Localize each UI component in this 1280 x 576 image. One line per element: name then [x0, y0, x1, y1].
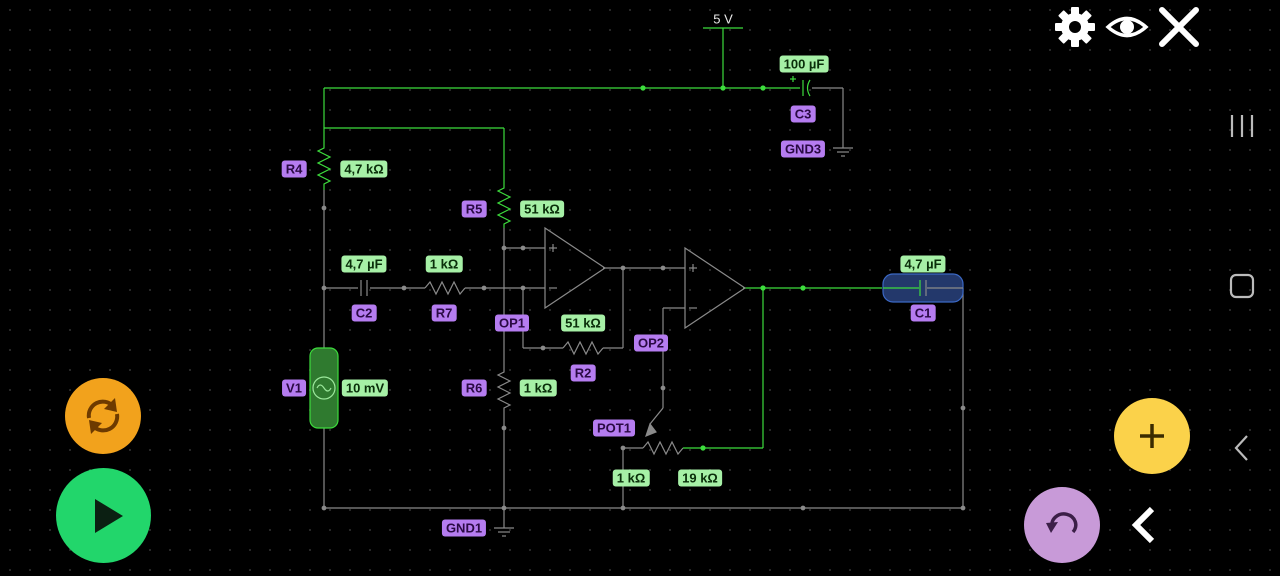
op2-name[interactable]: OP2 — [633, 334, 669, 352]
opamp-op1 — [544, 226, 607, 310]
r6-value[interactable]: 1 kΩ — [519, 379, 557, 397]
resistor-r2 — [562, 340, 604, 356]
close-icon[interactable] — [1156, 4, 1202, 50]
capacitor-c1 — [882, 273, 964, 303]
back-icon — [1234, 435, 1248, 461]
r4-name[interactable]: R4 — [281, 160, 307, 178]
r4-value[interactable]: 4,7 kΩ — [340, 160, 388, 178]
undo-button[interactable] — [1024, 487, 1100, 563]
play-button[interactable] — [56, 468, 151, 563]
c1-name[interactable]: C1 — [910, 304, 936, 322]
play-icon — [94, 498, 123, 533]
r7-value[interactable]: 1 kΩ — [425, 255, 463, 273]
gnd3-name[interactable]: GND3 — [780, 140, 826, 158]
capacitor-c3 — [790, 76, 811, 97]
v1-name[interactable]: V1 — [282, 379, 306, 397]
wires-idle — [321, 87, 966, 528]
source-v1 — [309, 347, 339, 429]
pot1-value-b[interactable]: 19 kΩ — [678, 469, 722, 487]
r5-value[interactable]: 51 kΩ — [520, 200, 564, 218]
resistor-r4 — [316, 128, 332, 190]
c2-value[interactable]: 4,7 µF — [341, 255, 387, 273]
undo-icon — [1046, 512, 1078, 534]
home-button[interactable] — [1222, 266, 1262, 306]
resistor-r7 — [424, 280, 466, 296]
supply-label: 5 V — [713, 11, 733, 27]
r5-name[interactable]: R5 — [461, 200, 487, 218]
ground-gnd1-symbol — [494, 527, 514, 537]
home-icon — [1229, 273, 1255, 299]
r2-name[interactable]: R2 — [570, 364, 596, 382]
v1-value[interactable]: 10 mV — [341, 379, 389, 397]
c2-name[interactable]: C2 — [351, 304, 377, 322]
c1-value[interactable]: 4,7 µF — [900, 255, 946, 273]
pot1-value-a[interactable]: 1 kΩ — [612, 469, 650, 487]
capacitor-c2 — [360, 280, 368, 296]
resistor-r5 — [496, 168, 512, 228]
eye-icon[interactable] — [1104, 4, 1150, 50]
wires-active — [323, 27, 882, 451]
resistor-r6 — [496, 368, 512, 410]
recent-apps-icon — [1230, 115, 1254, 137]
collapse-button[interactable] — [1124, 505, 1164, 545]
gnd1-name[interactable]: GND1 — [441, 519, 487, 537]
cycle-button[interactable] — [65, 378, 141, 454]
opamp-op2 — [684, 246, 747, 330]
recent-apps-button[interactable] — [1222, 106, 1262, 146]
c3-value[interactable]: 100 µF — [779, 55, 829, 73]
c3-name[interactable]: C3 — [790, 105, 816, 123]
plus-icon — [1140, 424, 1164, 448]
pot1-name[interactable]: POT1 — [593, 419, 635, 437]
refresh-icon — [86, 398, 120, 434]
add-button[interactable] — [1114, 398, 1190, 474]
potentiometer-pot1 — [642, 440, 684, 456]
chevron-left-icon — [1131, 506, 1155, 544]
ground-gnd3-symbol — [833, 147, 853, 157]
gear-icon[interactable] — [1052, 4, 1098, 50]
r7-name[interactable]: R7 — [431, 304, 457, 322]
r2-value[interactable]: 51 kΩ — [561, 314, 605, 332]
back-button[interactable] — [1222, 428, 1262, 468]
r6-name[interactable]: R6 — [461, 379, 487, 397]
op1-name[interactable]: OP1 — [494, 314, 530, 332]
